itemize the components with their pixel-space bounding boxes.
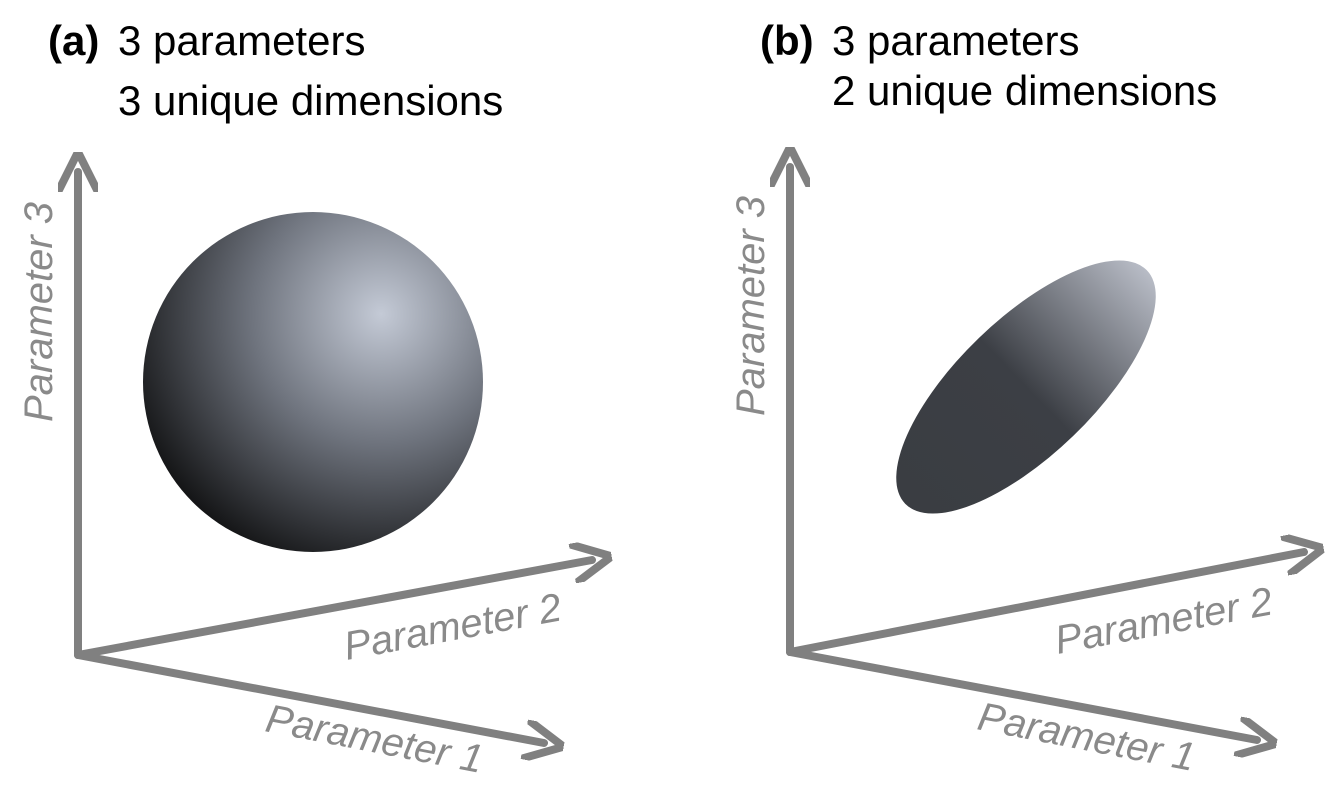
panel-b-line2: 2 unique dimensions [832,67,1217,114]
sphere [143,212,483,552]
panel-b: (b) 3 parameters 2 unique dimensions Par… [729,17,1304,780]
ellipse [896,260,1156,514]
panel-a-tag: (a) [48,17,99,64]
panel-b-tag: (b) [760,17,814,64]
label-parameter-3: Parameter 3 [729,196,773,416]
label-parameter-3: Parameter 3 [17,202,61,422]
axis-parameter-1 [74,651,544,743]
panel-b-line1: 3 parameters [832,17,1079,64]
panel-a-line1: 3 parameters [118,17,365,64]
panel-a-line2: 3 unique dimensions [118,77,503,124]
axis-parameter-2 [74,560,592,659]
panel-a: (a) 3 parameters 3 unique dimensions Par… [17,17,592,782]
axis-parameter-1 [786,648,1257,740]
axis-parameter-2 [786,552,1304,656]
